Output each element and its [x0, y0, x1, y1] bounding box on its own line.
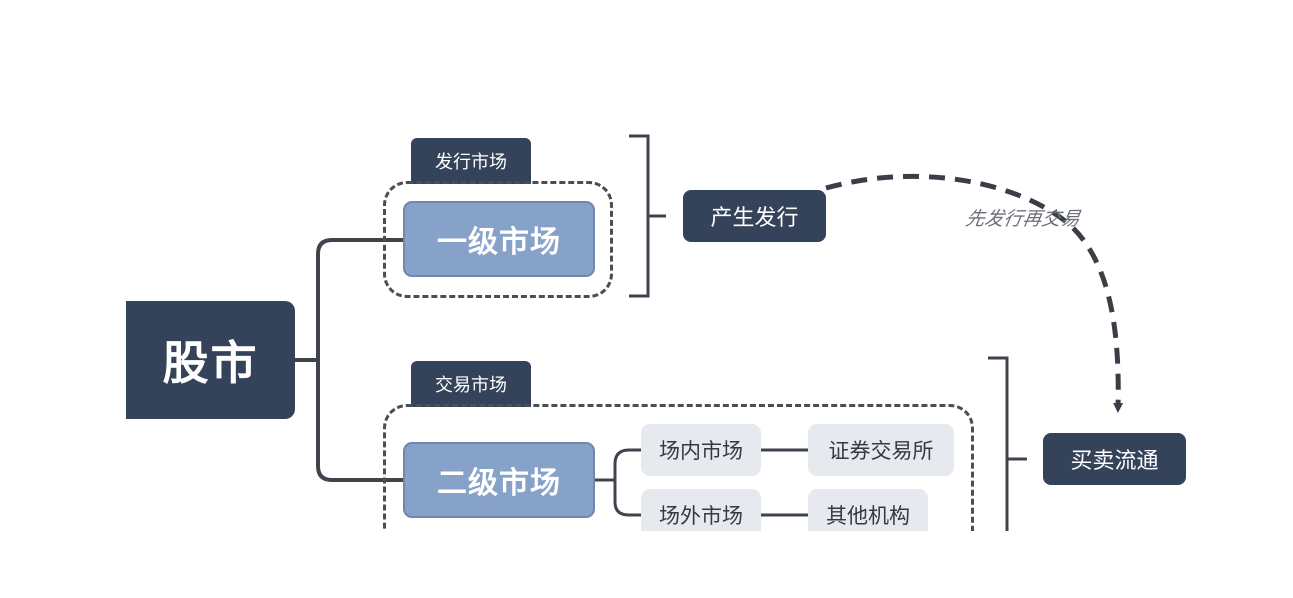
flow-annotation: 先发行再交易	[963, 208, 1082, 230]
branch-target-exchange: 证券交易所	[808, 424, 954, 476]
root-label: 股市	[162, 336, 259, 390]
primary-bracket	[629, 134, 666, 298]
branch-node-onexchange: 场内市场	[641, 424, 761, 476]
secondary-tab-label: 交易市场	[411, 361, 531, 407]
secondary-branch-line	[595, 448, 641, 517]
secondary-market-node: 二级市场	[403, 442, 595, 518]
bottom-crop-mask	[0, 531, 1293, 598]
primary-group-frame	[383, 181, 613, 298]
primary-market-node: 一级市场	[403, 201, 595, 277]
secondary-result-box: 买卖流通	[1043, 433, 1186, 485]
secondary-bracket	[988, 356, 1027, 534]
flow-arrow	[825, 173, 1124, 413]
primary-tab-label: 发行市场	[411, 138, 531, 184]
primary-result-box: 产生发行	[683, 190, 826, 242]
root-node: 股市	[126, 301, 295, 419]
root-branch-line	[293, 238, 405, 482]
